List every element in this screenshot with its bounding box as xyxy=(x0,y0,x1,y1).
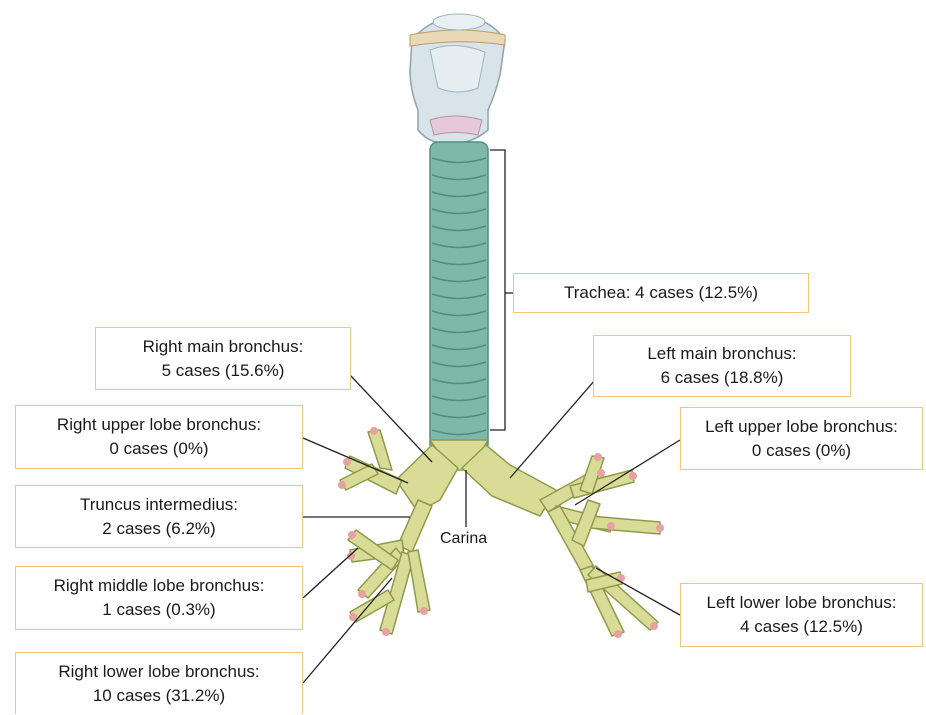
left-upper-lobe-title: Left upper lobe bronchus: xyxy=(705,415,898,439)
trachea-label: Trachea: 4 cases (12.5%) xyxy=(513,273,809,313)
right-main-bronchus-count: 5 cases (15.6%) xyxy=(162,359,285,383)
left-lower-lobe-label: Left lower lobe bronchus: 4 cases (12.5%… xyxy=(680,583,923,647)
right-middle-lobe-count: 1 cases (0.3%) xyxy=(102,598,215,622)
right-lower-lobe-count: 10 cases (31.2%) xyxy=(93,684,225,708)
trachea-illustration xyxy=(430,142,488,452)
truncus-intermedius-label: Truncus intermedius: 2 cases (6.2%) xyxy=(15,485,303,548)
left-upper-lobe-count: 0 cases (0%) xyxy=(752,439,851,463)
left-upper-lobe-label: Left upper lobe bronchus: 0 cases (0%) xyxy=(680,407,923,470)
right-middle-lobe-title: Right middle lobe bronchus: xyxy=(54,574,265,598)
right-main-leader xyxy=(350,375,432,462)
right-lower-leader xyxy=(303,578,392,683)
right-main-bronchus-label: Right main bronchus: 5 cases (15.6%) xyxy=(95,327,351,390)
right-upper-lobe-label: Right upper lobe bronchus: 0 cases (0%) xyxy=(15,405,303,469)
left-main-bronchus-count: 6 cases (18.8%) xyxy=(661,366,784,390)
truncus-intermedius-count: 2 cases (6.2%) xyxy=(102,517,215,541)
left-lower-lobe-title: Left lower lobe bronchus: xyxy=(707,591,897,615)
truncus-intermedius-title: Truncus intermedius: xyxy=(80,493,238,517)
left-main-bronchus-title: Left main bronchus: xyxy=(647,342,796,366)
right-middle-lobe-label: Right middle lobe bronchus: 1 cases (0.3… xyxy=(15,566,303,630)
bronchial-tree-illustration xyxy=(340,430,660,636)
left-main-bronchus-label: Left main bronchus: 6 cases (18.8%) xyxy=(593,335,851,397)
right-main-bronchus-title: Right main bronchus: xyxy=(143,335,304,359)
trachea-label-text: Trachea: 4 cases (12.5%) xyxy=(564,281,758,305)
right-lower-lobe-title: Right lower lobe bronchus: xyxy=(58,660,259,684)
right-middle-leader xyxy=(303,548,358,598)
trachea-bracket xyxy=(490,150,505,430)
left-lower-lobe-count: 4 cases (12.5%) xyxy=(740,615,863,639)
right-upper-lobe-title: Right upper lobe bronchus: xyxy=(57,413,261,437)
carina-label: Carina xyxy=(440,530,487,548)
larynx-illustration xyxy=(410,14,505,143)
left-main-leader xyxy=(510,380,595,478)
right-upper-lobe-count: 0 cases (0%) xyxy=(109,437,208,461)
right-lower-lobe-label: Right lower lobe bronchus: 10 cases (31.… xyxy=(15,652,303,714)
